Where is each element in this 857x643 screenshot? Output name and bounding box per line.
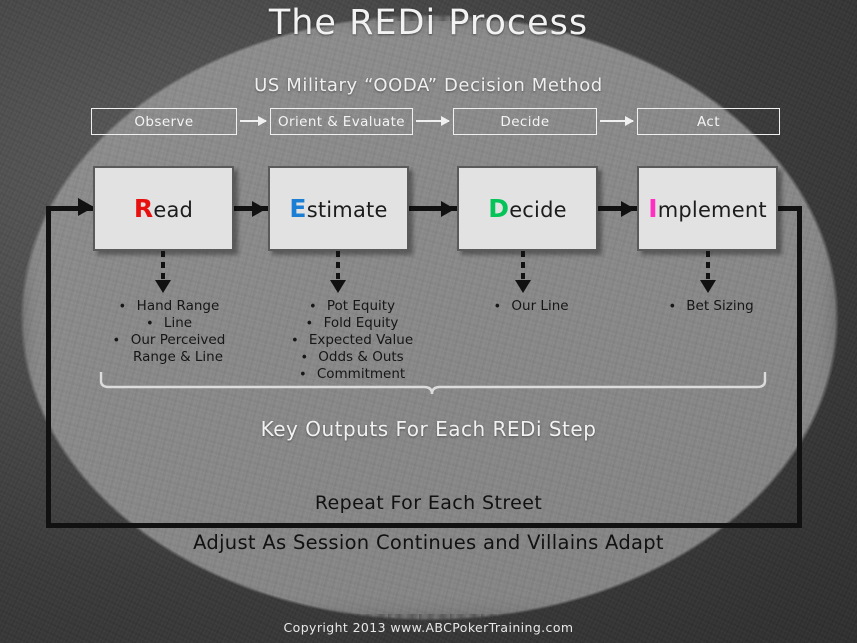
redi-step-box-decide[interactable]: Decide (457, 166, 598, 251)
output-bullet-item: • Odds & Outs (268, 349, 454, 366)
outputs-list-decide: • Our Line (457, 298, 623, 315)
redi-step-initial: D (488, 194, 510, 223)
bullet-dot-icon: • (493, 299, 502, 314)
background-torn-paper (16, 9, 843, 626)
ooda-arrow-2 (416, 116, 450, 126)
bullet-dot-icon: • (112, 333, 121, 348)
redi-step-initial: R (133, 194, 154, 223)
redi-arrow-read-to-estimate (236, 201, 266, 217)
down-arrow-decide (515, 251, 531, 293)
ooda-step-label: Decide (500, 113, 550, 130)
down-arrow-implement (700, 251, 716, 293)
redi-step-initial: I (648, 194, 658, 223)
redi-step-initial: E (289, 194, 307, 223)
redi-step-rest: stimate (306, 198, 388, 222)
redi-arrow-decide-to-implement (600, 201, 635, 217)
ooda-step-label: Orient & Evaluate (278, 113, 405, 130)
copyright-notice: Copyright 2013 www.ABCPokerTraining.com (283, 620, 574, 635)
bullet-dot-icon: • (291, 333, 299, 348)
output-bullet-label: Odds & Outs (318, 349, 404, 365)
output-bullet-label: Hand Range (136, 298, 220, 314)
bullet-dot-icon: • (300, 350, 309, 365)
ooda-arrow-1 (240, 116, 267, 126)
output-bullet-item: • Expected Value (268, 332, 454, 349)
redi-step-box-estimate[interactable]: Estimate (268, 166, 409, 251)
page-title: The REDi Process (268, 3, 589, 43)
outputs-list-implement: • Bet Sizing (637, 298, 803, 315)
output-bullet-label: Line (163, 315, 193, 331)
ooda-step-label: Observe (134, 113, 194, 130)
loop-arrowhead-icon (78, 198, 94, 216)
repeat-caption: Repeat For Each Street (314, 492, 543, 514)
output-bullet-item: • Pot Equity (268, 298, 454, 315)
key-outputs-caption: Key Outputs For Each REDi Step (260, 417, 597, 441)
ooda-arrow-3 (600, 116, 634, 126)
output-bullet-item: • Line (93, 315, 263, 332)
bullet-dot-icon: • (146, 316, 154, 331)
down-arrow-estimate (330, 251, 346, 293)
redi-step-rest: ead (153, 198, 194, 222)
redi-arrow-estimate-to-decide (411, 201, 455, 217)
bullet-dot-icon: • (668, 299, 677, 314)
output-bullet-item: • Our Line (457, 298, 623, 315)
bullet-dot-icon: • (309, 299, 317, 314)
bullet-dot-icon: • (305, 316, 314, 331)
output-bullet-label: Our Perceived (130, 332, 226, 348)
output-bullet-item: • Commitment (268, 366, 454, 383)
ooda-step-observe: Observe (91, 108, 237, 135)
output-bullet-label: Expected Value (308, 332, 414, 348)
key-outputs-brace-icon (99, 372, 767, 394)
adjust-caption: Adjust As Session Continues and Villains… (193, 531, 664, 554)
output-bullet-item: • Fold Equity (268, 315, 454, 332)
ooda-step-label: Act (697, 113, 720, 130)
down-arrow-read (155, 251, 171, 293)
redi-step-label: Estimate (289, 194, 387, 223)
output-bullet-item: Range & Line (93, 349, 263, 366)
output-bullet-item: • Our Perceived (93, 332, 263, 349)
output-bullet-item: • Hand Range (93, 298, 263, 315)
output-bullet-item: • Bet Sizing (637, 298, 803, 315)
ooda-step-act: Act (637, 108, 780, 135)
ooda-section-heading: US Military “OODA” Decision Method (254, 75, 603, 96)
output-bullet-label: Range & Line (132, 349, 224, 365)
redi-step-rest: mplement (657, 198, 767, 222)
output-bullet-label: Bet Sizing (686, 298, 754, 314)
bullet-dot-icon: • (118, 299, 127, 314)
redi-step-box-read[interactable]: Read (93, 166, 234, 251)
redi-step-label: Decide (488, 194, 567, 223)
ooda-step-orient-evaluate: Orient & Evaluate (270, 108, 413, 135)
bullet-dot-icon: • (299, 367, 307, 382)
output-bullet-label: Fold Equity (323, 315, 399, 331)
redi-step-label: Implement (648, 194, 767, 223)
redi-step-rest: ecide (509, 198, 567, 222)
redi-step-label: Read (134, 194, 193, 223)
outputs-list-estimate: •Pot Equity•Fold Equity•Expected Value•O… (268, 298, 454, 383)
output-bullet-label: Pot Equity (326, 298, 396, 314)
output-bullet-label: Our Line (511, 298, 569, 314)
output-bullet-label: Commitment (316, 366, 406, 382)
redi-step-box-implement[interactable]: Implement (637, 166, 778, 251)
ooda-step-decide: Decide (453, 108, 597, 135)
